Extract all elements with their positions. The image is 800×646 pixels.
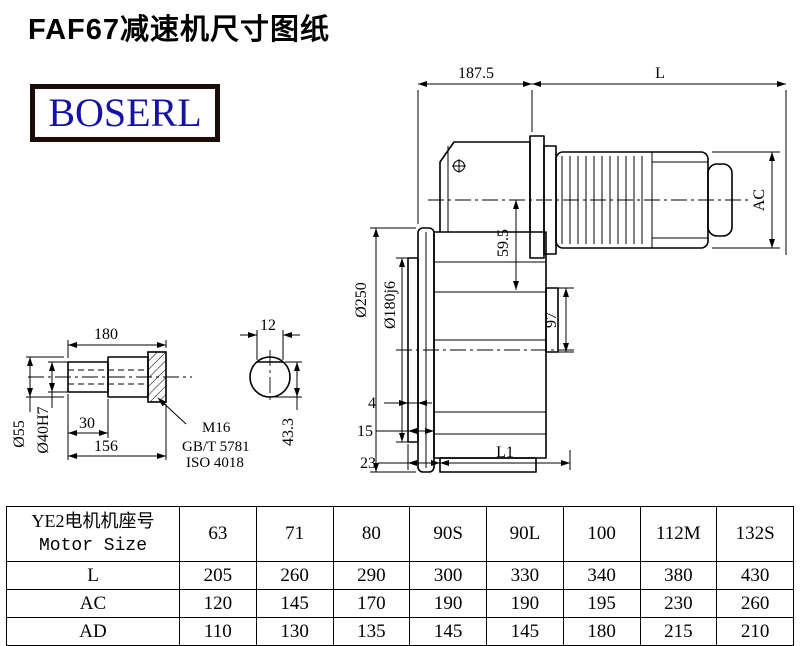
dim-label-AC: AC <box>751 189 768 211</box>
table-cell: 71 <box>255 506 334 562</box>
logo-text: BOSERL <box>48 90 202 135</box>
dim-label-d55: Ø55 <box>11 420 28 448</box>
dim-label-59-5: 59.5 <box>495 229 512 257</box>
table-cell: 195 <box>562 589 641 618</box>
dim-flange-diameters: Ø250 Ø180j6 <box>353 227 416 473</box>
shaft-detail: 180 Ø55 Ø40H7 30 156 M16 GB/T 5781 ISO 4… <box>11 326 250 471</box>
table-cell: 80 <box>332 506 411 562</box>
dim-label-30: 30 <box>79 415 95 432</box>
table-row: AC 120 145 170 190 190 195 230 260 <box>6 589 794 618</box>
table-cell: 100 <box>562 506 641 562</box>
dim-label-L1: L1 <box>496 444 514 461</box>
standard-label-gb: GB/T 5781 <box>182 439 250 455</box>
dim-ac: AC <box>712 151 780 249</box>
dim-label-187-5: 187.5 <box>458 65 494 82</box>
dim-top-width: 187.5 L <box>417 65 787 255</box>
dim-label-43-3: 43.3 <box>280 418 297 446</box>
table-cell: 63 <box>179 506 257 562</box>
table-cell: 120 <box>179 589 257 618</box>
table-cell: 90S <box>409 506 487 562</box>
table-cell: 132S <box>716 506 794 562</box>
row-label: L <box>6 561 180 590</box>
dim-label-156: 156 <box>94 438 118 455</box>
table-cell: 215 <box>639 617 718 646</box>
table-cell: 145 <box>409 617 487 646</box>
dim-label-180: 180 <box>94 326 118 343</box>
row-label: AD <box>6 617 180 646</box>
dim-label-97: 97 <box>543 312 560 328</box>
table-cell: 190 <box>409 589 487 618</box>
dim-label-4: 4 <box>368 395 376 412</box>
table-cell: 90L <box>486 506 564 562</box>
dim-label-15: 15 <box>357 423 373 440</box>
header-line-cn: YE2电机机座号 <box>31 510 155 531</box>
table-cell: 210 <box>716 617 794 646</box>
motor-size-table: YE2电机机座号 Motor Size 63 71 80 90S 90L 100… <box>6 506 794 646</box>
standard-label-iso: ISO 4018 <box>186 455 244 471</box>
dim-59-5: 59.5 <box>495 200 519 290</box>
technical-drawing: 187.5 L AC Ø250 Ø180j6 59.5 97 <box>11 65 787 473</box>
table-cell: 380 <box>639 561 718 590</box>
row-label: AC <box>6 589 180 618</box>
dim-label-d180: Ø180j6 <box>382 281 399 329</box>
table-row: L 205 260 290 300 330 340 380 430 <box>6 561 794 590</box>
boserl-logo: BOSERL <box>30 84 220 142</box>
key-section-detail: 12 43.3 <box>240 317 302 446</box>
table-cell: 110 <box>179 617 257 646</box>
motor-fins <box>561 156 643 244</box>
table-cell: 112M <box>639 506 718 562</box>
table-cell: 300 <box>409 561 487 590</box>
table-cell: 180 <box>562 617 641 646</box>
table-cell: 290 <box>332 561 411 590</box>
thread-label-m16: M16 <box>202 420 231 436</box>
table-cell: 145 <box>255 589 334 618</box>
table-header-row: YE2电机机座号 Motor Size 63 71 80 90S 90L 100… <box>6 506 794 562</box>
table-cell: 170 <box>332 589 411 618</box>
table-cell: 145 <box>486 617 564 646</box>
table-cell: 430 <box>716 561 794 590</box>
table-cell: 135 <box>332 617 411 646</box>
dim-97: 97 <box>543 287 574 353</box>
dim-label-d250: Ø250 <box>353 282 370 318</box>
table-cell: 230 <box>639 589 718 618</box>
table-cell: 260 <box>255 561 334 590</box>
table-cell: 190 <box>486 589 564 618</box>
dim-label-12: 12 <box>260 317 276 334</box>
dim-label-d40h7: Ø40H7 <box>35 406 52 453</box>
header-line-en: Motor Size <box>38 536 148 556</box>
dim-label-23: 23 <box>360 455 376 472</box>
table-cell: 130 <box>255 617 334 646</box>
table-cell: 260 <box>716 589 794 618</box>
gearbox-main-view <box>396 135 748 473</box>
dim-label-L: L <box>655 65 665 82</box>
page-title: FAF67减速机尺寸图纸 <box>28 14 331 46</box>
dims-bottom: 4 15 23 L1 <box>357 395 571 472</box>
table-cell: 330 <box>486 561 564 590</box>
table-cell: 205 <box>179 561 257 590</box>
table-row: AD 110 130 135 145 145 180 215 210 <box>6 617 794 646</box>
table-cell: 340 <box>562 561 641 590</box>
motor-size-header-cell: YE2电机机座号 Motor Size <box>6 506 180 562</box>
